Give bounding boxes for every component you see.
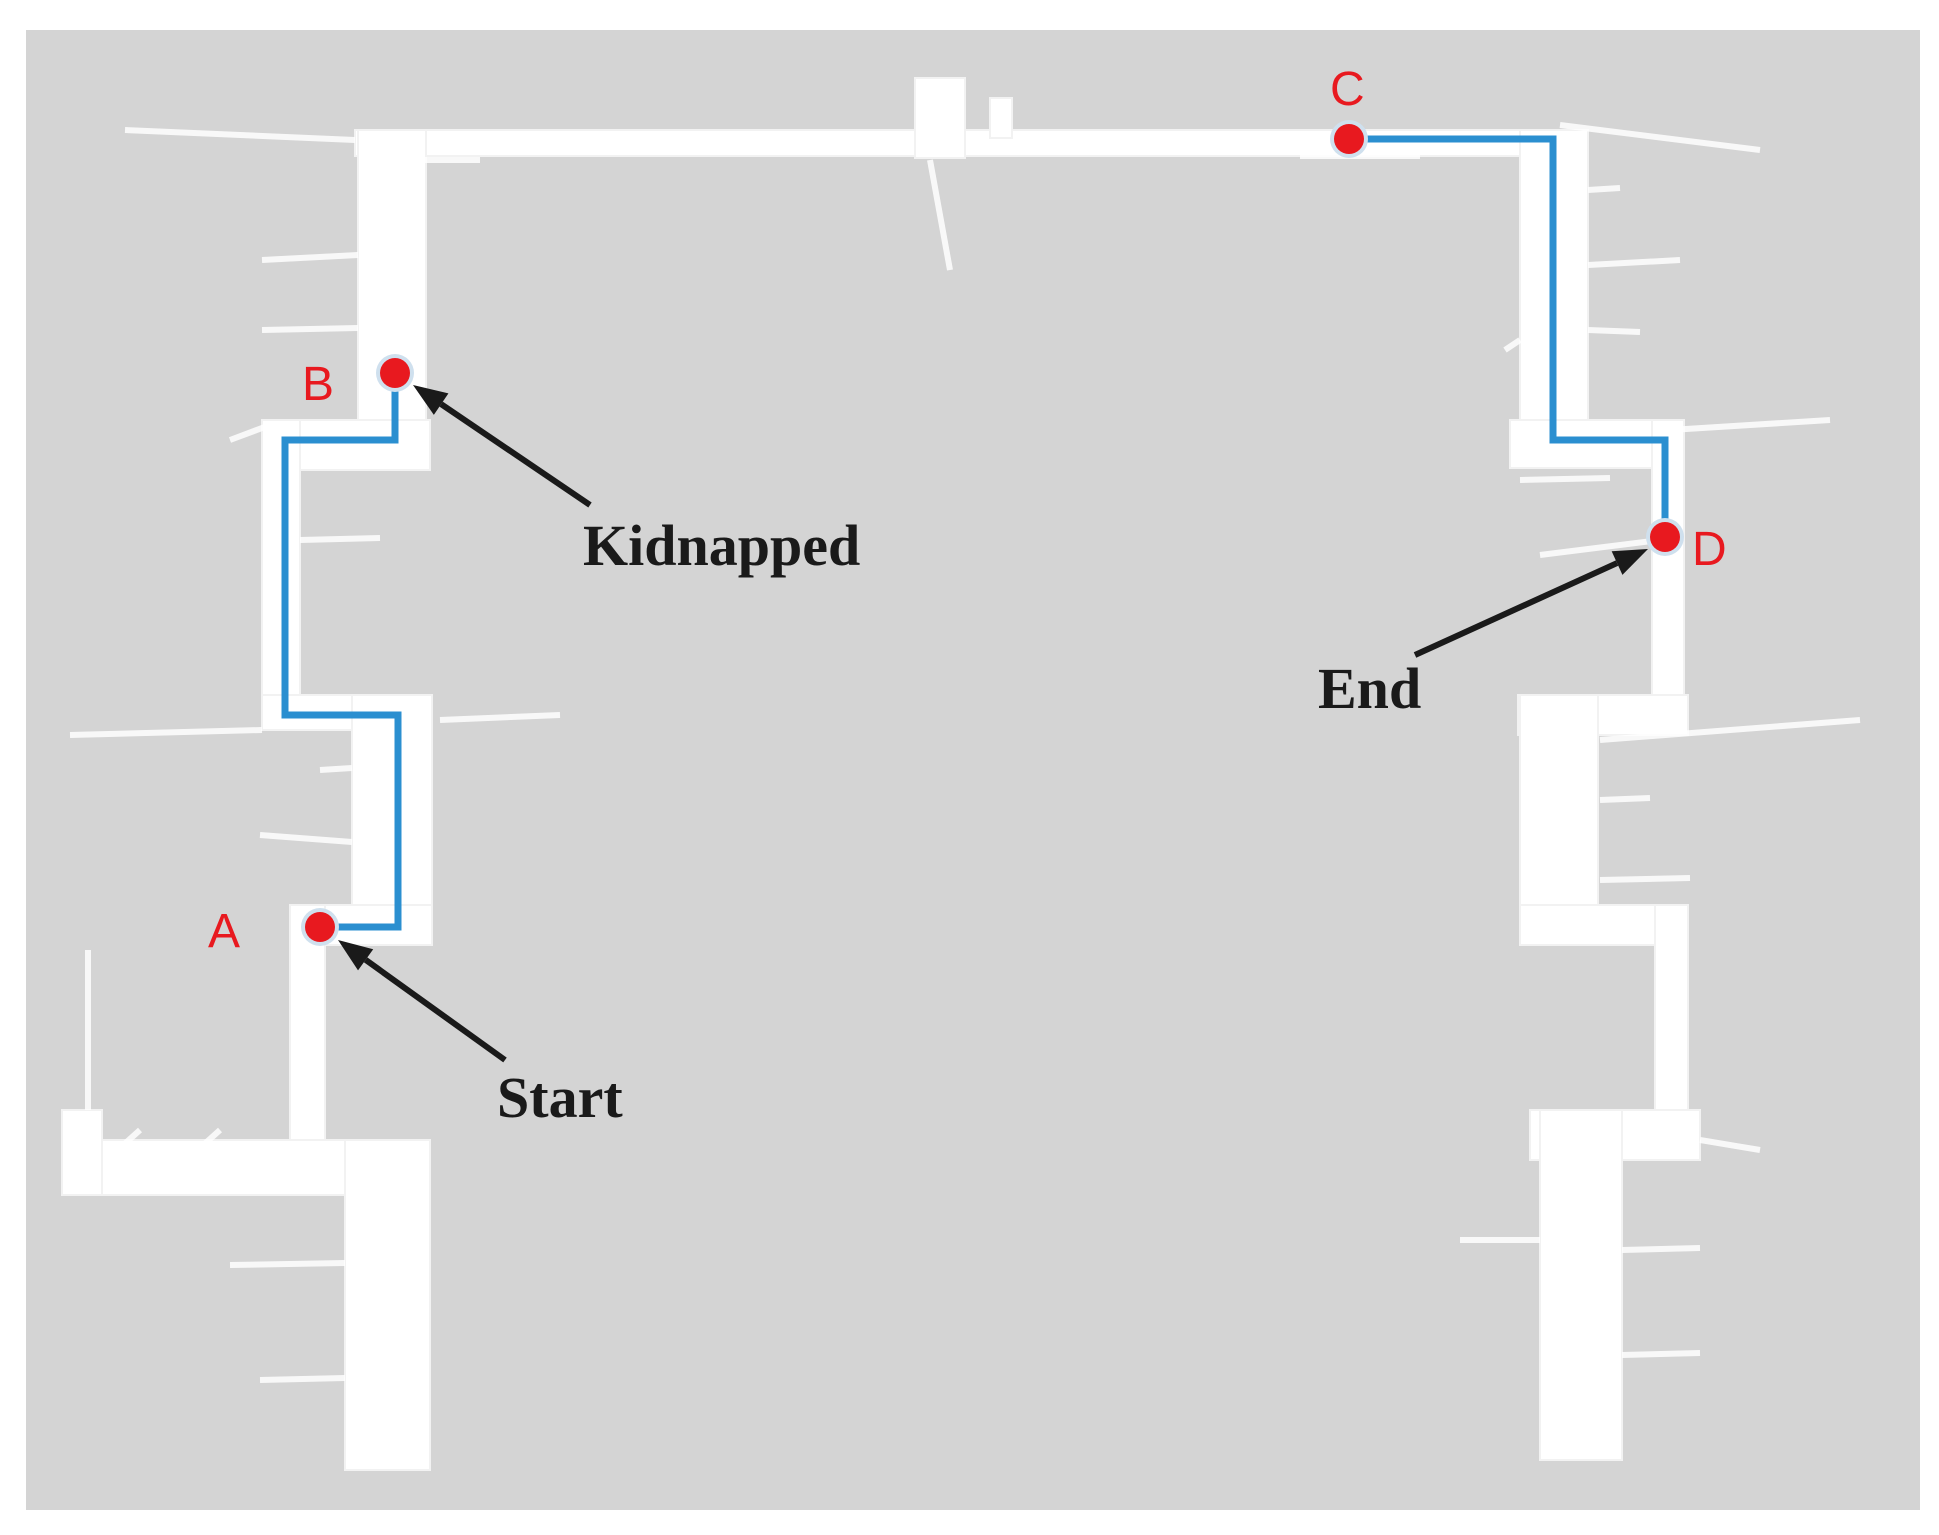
arrow-head-start [338, 940, 374, 971]
laser-streaks [69, 122, 1861, 1383]
waypoints [301, 120, 1684, 946]
corridor-top-bump [914, 77, 966, 159]
annotation-end: End [1318, 656, 1421, 721]
trajectory-segment-a-b [281, 373, 402, 931]
waypoint-a [305, 912, 335, 942]
corridor-right-lower2 [1654, 904, 1689, 1126]
corridor-left-middle [261, 419, 301, 721]
corridor-right-lower [1519, 694, 1599, 946]
annotation-kidnapped: Kidnapped [583, 513, 860, 578]
arrow-head-end [1611, 549, 1648, 575]
point-label-b: B [302, 358, 334, 411]
annotation-arrows [338, 385, 1648, 1063]
waypoint-d [1650, 522, 1680, 552]
corridor-left-stub [61, 1109, 103, 1196]
corridor-left-bottom-wing [344, 1139, 431, 1471]
corridor-left-lower [351, 694, 433, 946]
annotation-start: Start [497, 1065, 623, 1130]
arrow-head-kidnapped [413, 385, 449, 415]
robot-trajectory [281, 135, 1669, 931]
arrow-line-kidnapped [439, 401, 592, 508]
arrow-line-end [1413, 560, 1619, 658]
corridor-right-bottom [1539, 1109, 1623, 1461]
point-label-d: D [1692, 523, 1727, 576]
point-label-a: A [208, 905, 240, 958]
trajectory-segment-c-d [1349, 135, 1669, 537]
waypoint-c [1334, 124, 1364, 154]
corridor-right-side-room [1509, 419, 1671, 469]
point-label-c: C [1330, 63, 1365, 116]
arrow-line-start [363, 957, 507, 1063]
map-background [26, 30, 1920, 1510]
corridor-top-bump [989, 97, 1013, 139]
waypoint-b [380, 358, 410, 388]
